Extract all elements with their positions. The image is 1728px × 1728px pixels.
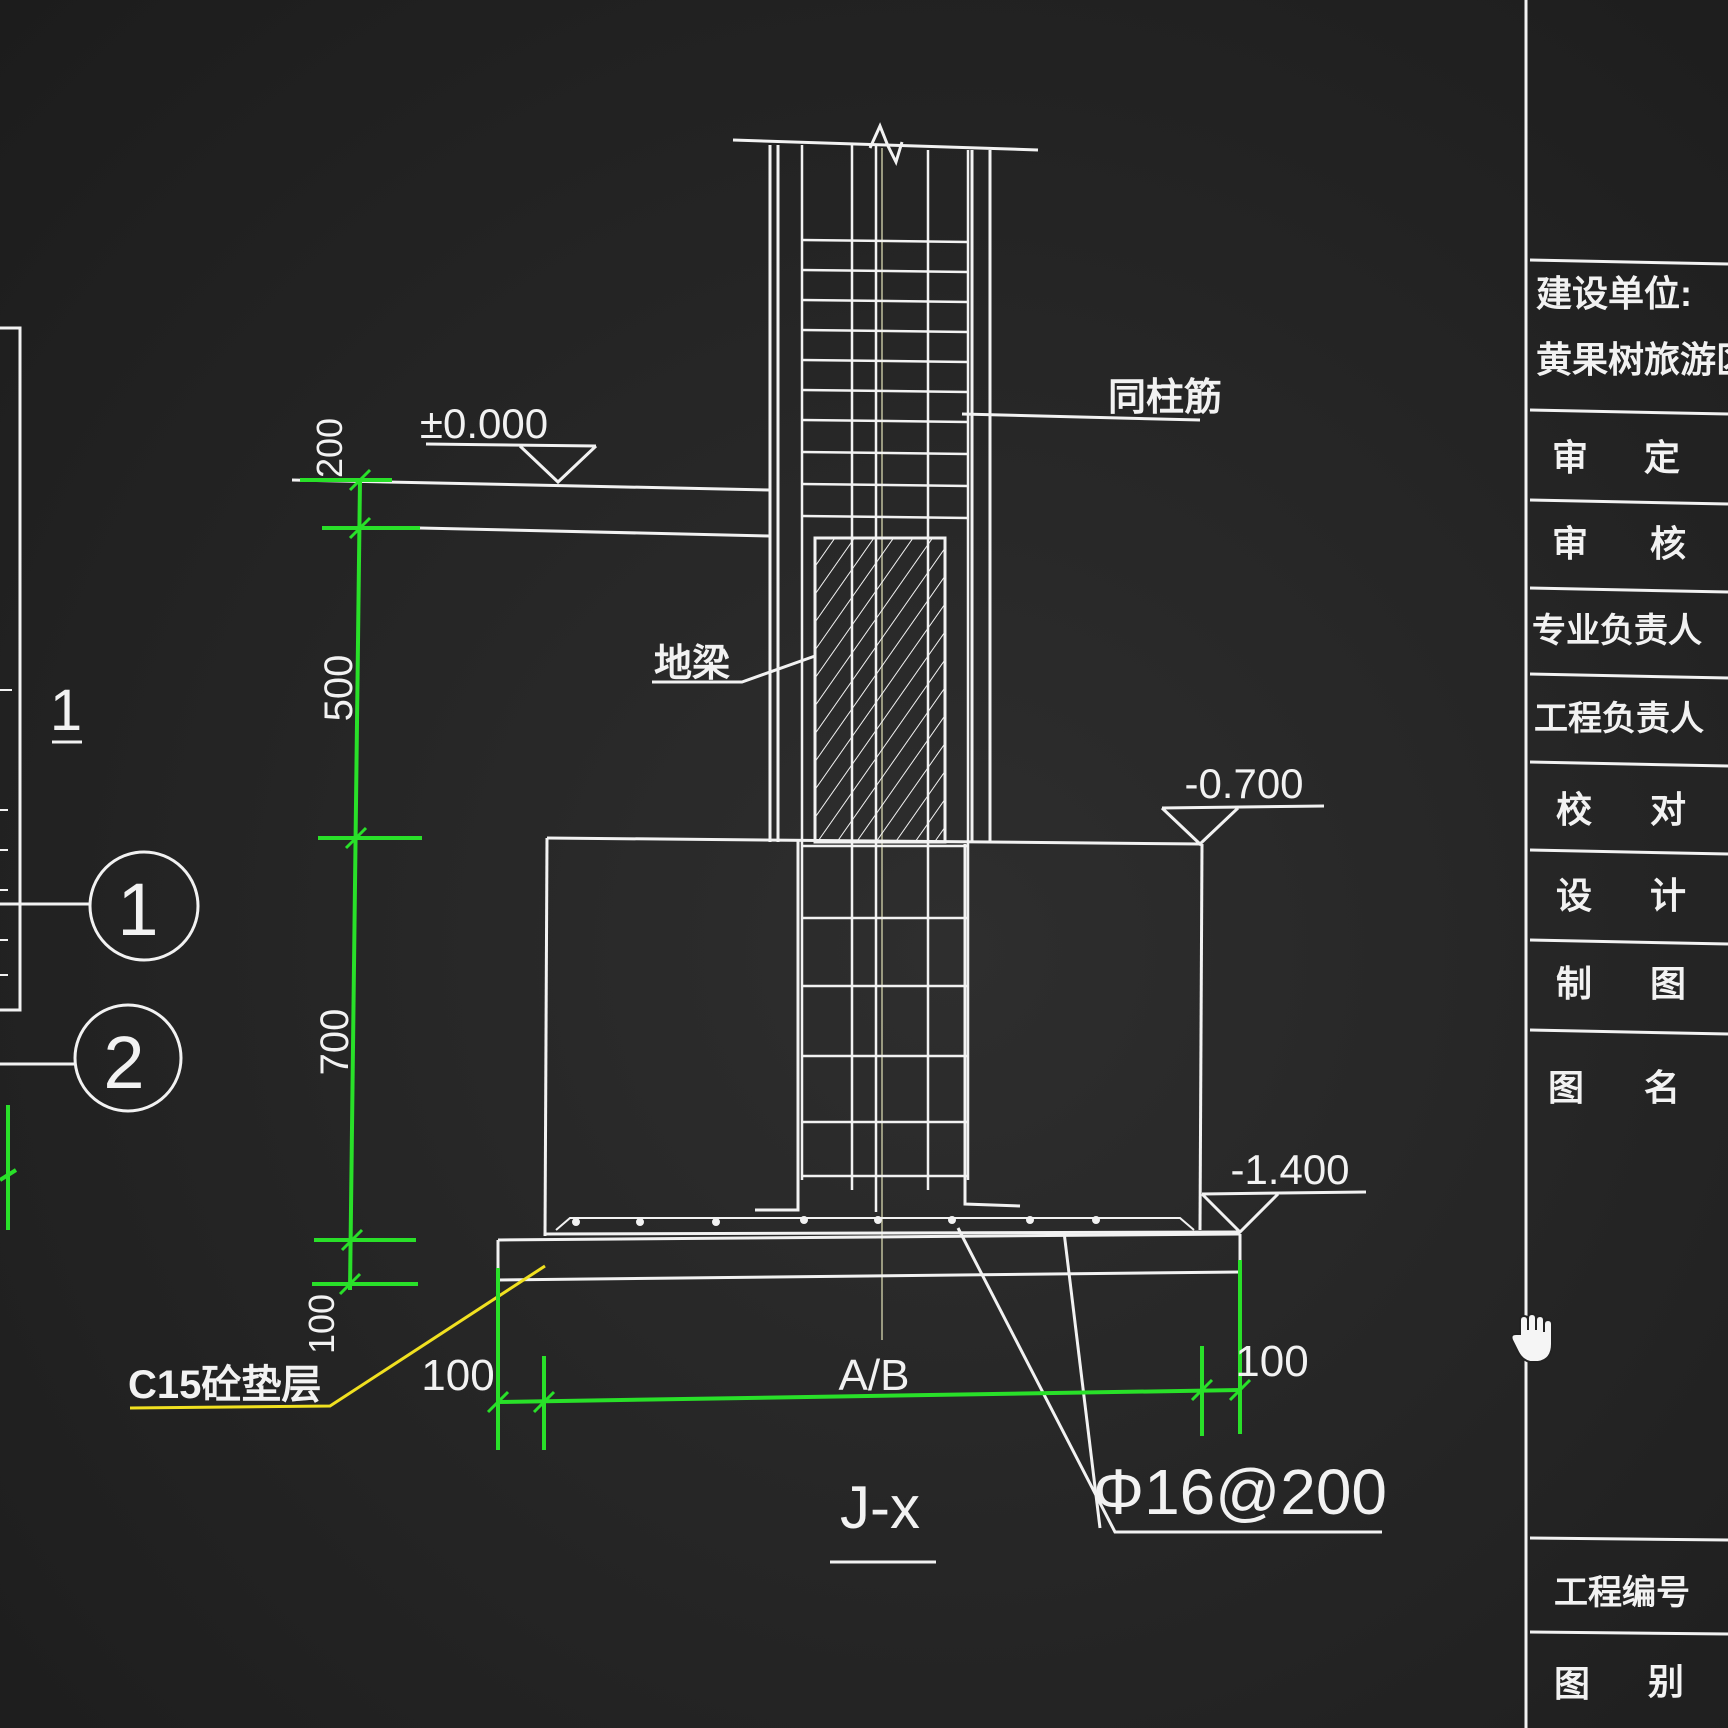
client-label: 建设单位: [1536,273,1692,314]
column-bar-hooks [755,840,1021,1212]
drawing-category-b: 别 [1648,1661,1684,1702]
column-stirrups [801,238,969,1178]
elevation-bottom-label: -1.400 [1230,1146,1349,1193]
row-design-a: 设 [1556,875,1592,916]
row-approve-a: 审 [1552,437,1588,478]
left-partial-ticks [0,689,12,976]
vertical-dimension-ticks [338,468,372,1296]
leader-column-bars [961,412,1201,422]
dim-200-label: 200 [309,418,350,478]
section-mark-label: 1 [50,678,82,743]
note-column-bars: 同柱筋 [1108,377,1222,419]
note-bedding: C15砼垫层 [128,1363,321,1407]
note-ground-beam: 地梁 [654,643,730,685]
row-review-a: 审 [1552,523,1588,564]
callout-bubble-2[interactable]: 2 [73,1003,183,1113]
horizontal-dimension-ticks [486,1378,1252,1414]
client-name: 黄果树旅游区教育 [1536,339,1728,380]
row-approve-b: 定 [1644,437,1680,478]
bedding-layer [496,1232,1242,1282]
elevation-top-label: ±0.000 [420,400,548,447]
left-partial-elevation [0,326,90,1066]
leader-bedding [129,1264,546,1410]
responsible-discipline: 专业负责人 [1532,612,1702,650]
dim-left-100-label: 100 [421,1351,494,1400]
responsible-project: 工程负责人 [1534,700,1704,738]
dim-right-100-label: 100 [1235,1337,1308,1386]
dim-500-label: 500 [317,655,361,722]
elevation-mid-label: -0.700 [1184,760,1303,807]
elevation-marker-mid [1160,804,1325,847]
hand-cursor-icon [1510,1312,1553,1363]
row-check-b: 对 [1650,789,1686,830]
bottom-rebar-row [555,1216,1195,1231]
row-draft-a: 制 [1556,963,1592,1004]
break-line-symbol [868,122,904,167]
callout-2-label: 2 [103,1021,144,1104]
leader-rebar-spec [956,1227,1382,1534]
section-title: J-x [840,1474,920,1541]
elevation-marker-top [425,442,598,485]
callout-bubble-1[interactable]: 1 [88,850,200,962]
elevation-marker-bottom [1200,1190,1367,1235]
title-block-frame [1524,0,1728,1728]
row-name-b: 名 [1644,1067,1680,1108]
leader-ground-beam [652,654,816,684]
project-number-label: 工程编号 [1554,1574,1690,1612]
column-outline [732,138,1039,842]
rebar-spec-label: Φ16@200 [1093,1456,1387,1528]
vertical-dimension-chain[interactable] [300,478,422,1291]
dim-100-vertical-label: 100 [301,1294,342,1354]
axis-label: A/B [839,1351,910,1400]
dim-700-label: 700 [313,1009,357,1076]
row-draft-b: 图 [1650,963,1686,1004]
row-name-a: 图 [1548,1067,1584,1108]
drawing-category-a: 图 [1554,1663,1590,1704]
row-check-a: 校 [1556,789,1592,830]
row-review-b: 核 [1650,523,1686,564]
footing-outline [543,836,1241,1237]
row-design-b: 计 [1650,875,1686,916]
left-green-dimension-stub [0,1105,18,1230]
ground-beam-section[interactable] [813,536,947,844]
callout-1-label: 1 [117,868,158,951]
